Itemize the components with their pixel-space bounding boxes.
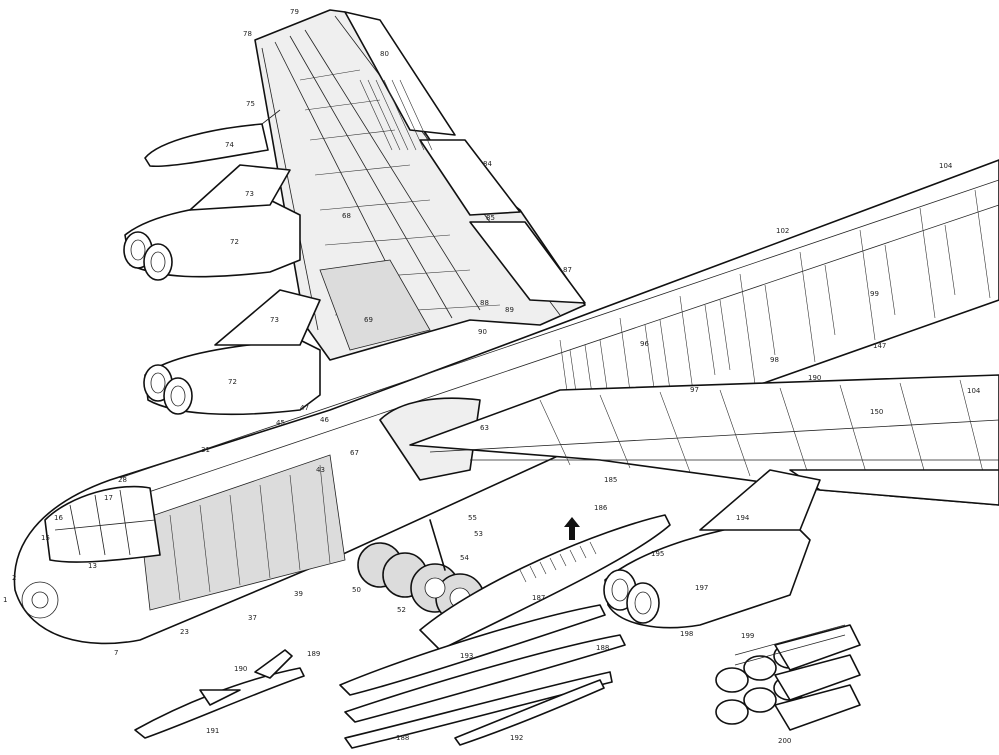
callout-72: 72: [228, 378, 237, 386]
callout-99: 99: [870, 290, 879, 298]
callout-2: 2: [12, 574, 16, 582]
port-wing: [254, 9, 586, 361]
callout-85: 85: [486, 214, 495, 222]
callout-188: 188: [596, 644, 609, 652]
bomb-cluster: [715, 624, 861, 731]
callout-102: 102: [776, 227, 789, 235]
standalone-missile: [134, 649, 305, 739]
callout-73: 73: [270, 316, 279, 324]
external-fuel-tank: [144, 109, 281, 168]
callout-84: 84: [483, 160, 492, 168]
callout-80: 80: [380, 50, 389, 58]
callout-200: 200: [778, 737, 791, 745]
separate-missile: [454, 679, 605, 746]
weapons-pylon: [419, 514, 671, 651]
callout-197: 197: [695, 584, 708, 592]
callout-63: 63: [480, 424, 489, 432]
callout-88: 88: [480, 299, 489, 307]
callout-193: 193: [460, 652, 473, 660]
callout-147: 147: [873, 342, 886, 350]
cruise-missiles: [339, 604, 626, 749]
callout-189: 189: [307, 650, 320, 658]
callout-28: 28: [118, 476, 127, 484]
callout-7: 7: [114, 649, 118, 657]
callout-13: 13: [88, 562, 97, 570]
callout-53: 53: [474, 530, 483, 538]
callout-87: 87: [563, 266, 572, 274]
callout-47: 47: [300, 404, 309, 412]
callout-15: 15: [41, 534, 50, 542]
callout-190: 190: [808, 374, 821, 382]
callout-198: 198: [680, 630, 693, 638]
callout-17: 17: [104, 494, 113, 502]
callout-50: 50: [352, 586, 361, 594]
callout-67: 67: [350, 449, 359, 457]
callout-97: 97: [690, 386, 699, 394]
callout-188: 188: [396, 734, 409, 742]
callout-69: 69: [364, 316, 373, 324]
callout-79: 79: [290, 8, 299, 16]
callout-104: 104: [967, 387, 981, 395]
callout-45: 45: [276, 419, 285, 427]
callout-39: 39: [294, 590, 303, 598]
callout-96: 96: [640, 340, 649, 348]
up-arrow-icon: [564, 517, 580, 540]
callout-98: 98: [770, 356, 779, 364]
callout-74: 74: [225, 141, 234, 149]
callout-73: 73: [245, 190, 254, 198]
callout-185: 185: [604, 476, 617, 484]
callout-72: 72: [230, 238, 239, 246]
callout-191: 191: [206, 727, 219, 735]
callout-150: 150: [870, 408, 883, 416]
starboard-engine-pod: [603, 469, 821, 629]
callout-90: 90: [478, 328, 487, 336]
callout-89: 89: [505, 306, 514, 314]
callout-192: 192: [510, 734, 523, 742]
callout-54: 54: [460, 554, 469, 562]
callout-labels: 79 78 80 75 74 73 72 73 72 68 69 84 85 8…: [3, 8, 981, 745]
callout-68: 68: [342, 212, 351, 220]
callout-43: 43: [316, 466, 325, 474]
callout-52: 52: [397, 606, 406, 614]
callout-194: 194: [736, 514, 750, 522]
callout-46: 46: [320, 416, 329, 424]
outer-engine-pod: [123, 164, 301, 281]
fuselage: [13, 159, 999, 645]
callout-31: 31: [201, 446, 210, 454]
callout-16: 16: [54, 514, 63, 522]
callout-75: 75: [246, 100, 255, 108]
callout-195: 195: [651, 550, 664, 558]
callout-104: 104: [939, 162, 953, 170]
starboard-wing: [409, 374, 999, 506]
callout-190: 190: [234, 665, 247, 673]
callout-199: 199: [741, 632, 754, 640]
callout-37: 37: [248, 614, 257, 622]
callout-23: 23: [180, 628, 189, 636]
inner-engine-pod: [143, 289, 321, 416]
callout-187: 187: [532, 594, 545, 602]
callout-1: 1: [3, 596, 7, 604]
callout-78: 78: [243, 30, 252, 38]
callout-186: 186: [594, 504, 608, 512]
callout-55: 55: [468, 514, 477, 522]
